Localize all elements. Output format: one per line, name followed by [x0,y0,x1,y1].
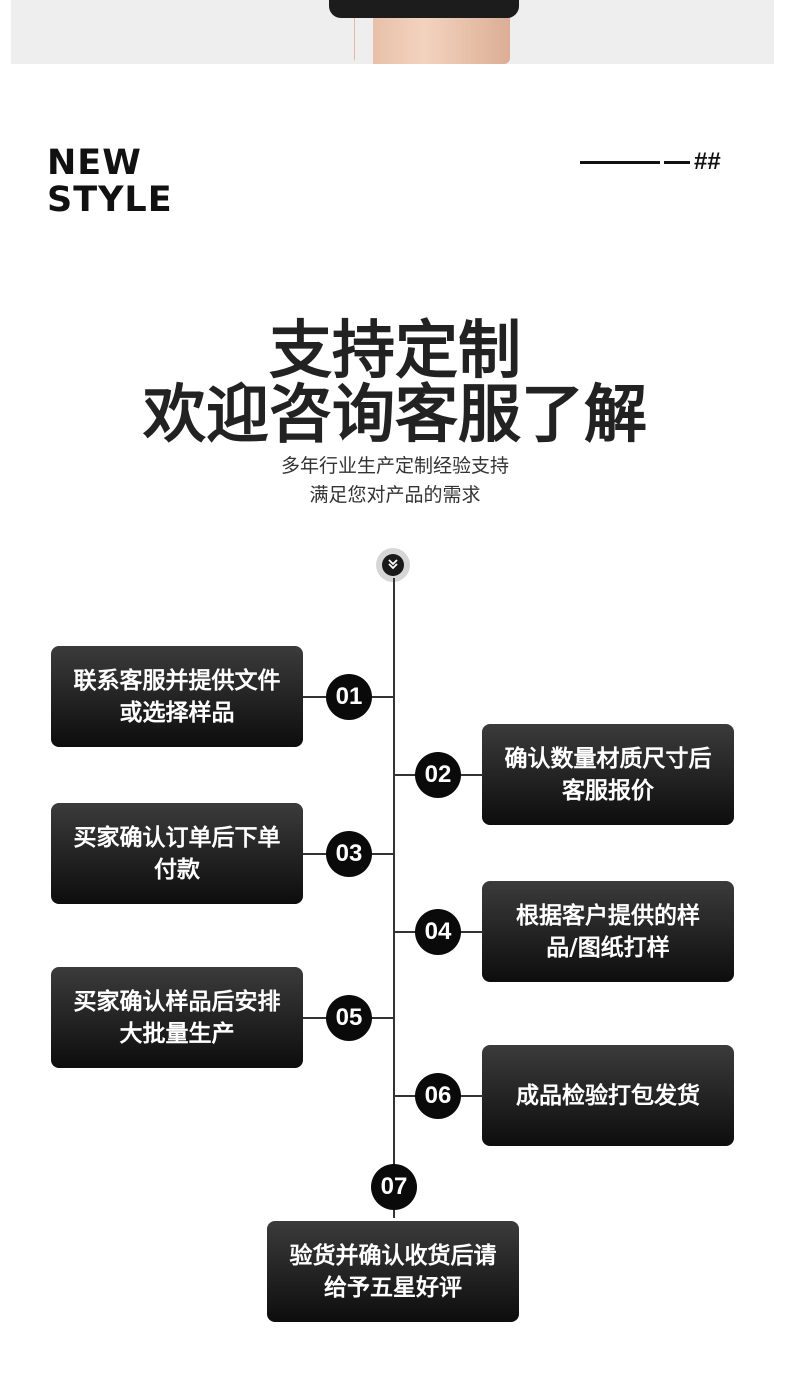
step-number-02: 02 [415,752,461,798]
headline-line-2: 欢迎咨询客服了解 [143,378,647,451]
step-card-01: 联系客服并提供文件或选择样品 [51,646,303,747]
timeline-line [393,578,395,1218]
product-photo-crop [11,0,774,64]
step-card-07: 验货并确认收货后请给予五星好评 [267,1221,519,1322]
step-card-04: 根据客户提供的样品/图纸打样 [482,881,734,982]
step-number-01: 01 [326,674,372,720]
step-card-06: 成品检验打包发货 [482,1045,734,1146]
step-card-03: 买家确认订单后下单付款 [51,803,303,904]
shorts-image [329,0,519,18]
decorative-lines: ## [580,148,721,176]
step-number-06: 06 [415,1073,461,1119]
step-number-05: 05 [326,995,372,1041]
decorative-hash: ## [694,148,721,175]
step-number-07: 07 [371,1164,417,1210]
step-number-04: 04 [415,909,461,955]
double-chevron-down-icon [382,554,404,576]
subtitle-line-2: 满足您对产品的需求 [309,484,481,506]
headline-line-1: 支持定制 [269,314,521,387]
brand-label: NEW STYLE [47,145,173,219]
scroll-down-badge [376,548,410,582]
step-card-02: 确认数量材质尺寸后客服报价 [482,724,734,825]
subtitle-line-1: 多年行业生产定制经验支持 [280,455,509,477]
brand-line-2: STYLE [47,180,173,220]
brand-line-1: NEW [47,143,142,183]
step-number-03: 03 [326,831,372,877]
step-card-05: 买家确认样品后安排大批量生产 [51,967,303,1068]
